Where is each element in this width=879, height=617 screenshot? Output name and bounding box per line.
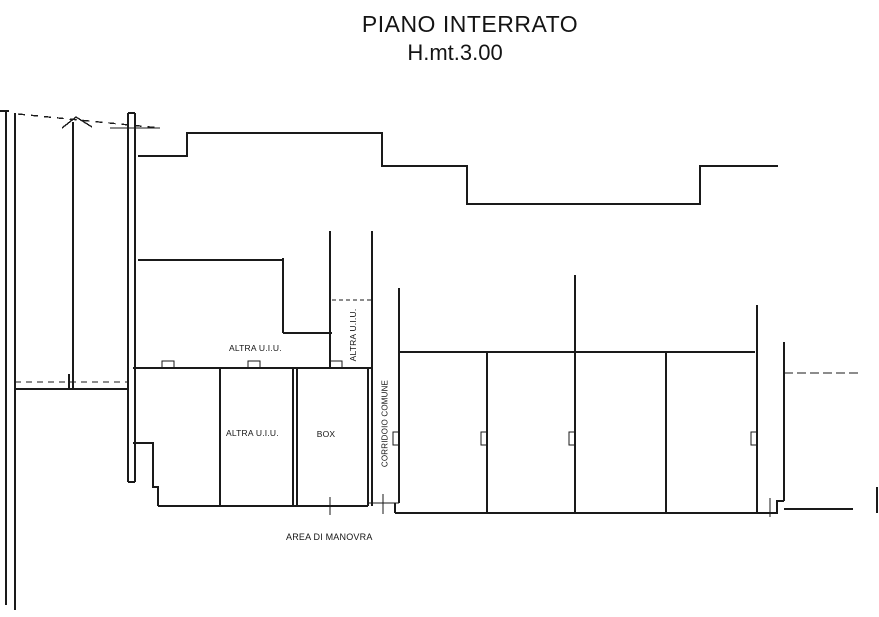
- room-label-corridoio-comune: CORRIDOIO COMUNE: [380, 379, 390, 468]
- west-passage-solid: [15, 122, 128, 390]
- room-label-area-di-manovra: AREA DI MANOVRA: [286, 532, 373, 542]
- room-label-altra-uiu-lower: ALTRA U.I.U.: [226, 428, 279, 438]
- corridor-door-jog: [392, 431, 399, 446]
- page-subtitle-height: H.mt.3.00: [407, 40, 503, 65]
- right-door-ticks: [329, 497, 771, 517]
- right-door-jogs: [480, 431, 757, 446]
- corridor-walls: [394, 288, 400, 513]
- upper-room-walls: [138, 258, 332, 334]
- survey-dashed-line: [17, 113, 161, 129]
- lower-left-walls: [133, 367, 372, 507]
- site-boundary-lines: [0, 110, 16, 610]
- room-label-altra-uiu-upper: ALTRA U.I.U.: [229, 343, 282, 353]
- page-title: PIANO INTERRATO: [361, 11, 579, 37]
- building-outline: [138, 132, 778, 205]
- west-thick-wall: [127, 112, 136, 483]
- door-notches-top: [161, 360, 343, 368]
- room-label-box: BOX: [316, 429, 336, 439]
- room-label-altra-uiu-vertical: ALTRA U.I.U.: [348, 308, 358, 362]
